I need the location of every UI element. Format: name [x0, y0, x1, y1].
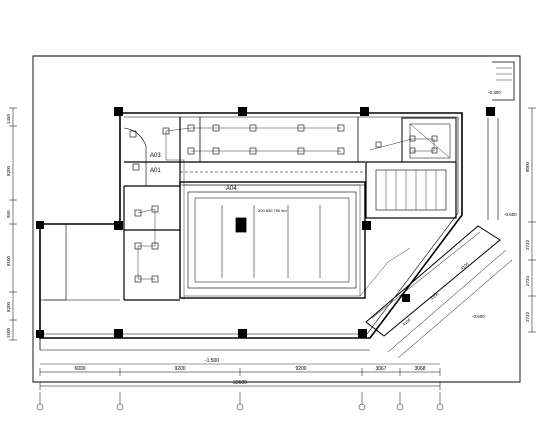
left-dim-6: 1500: [6, 327, 11, 338]
left-dim-4: 8100: [6, 255, 11, 266]
bottom-dimension-chain: 6000 9200 9200 3067 3068 33600 -1.500: [39, 358, 441, 390]
building-outline: [39, 112, 463, 351]
hall-note: 300 800 750 Ilm: [258, 208, 287, 213]
column: [486, 107, 495, 116]
overall-width: 33600: [233, 380, 247, 386]
wiring: [137, 127, 435, 300]
column: [114, 329, 123, 338]
stair-block: [365, 117, 457, 219]
axis-bubbles: [36, 392, 444, 411]
left-dimension-chain: 1450 8200 950 8100 8200 1500: [6, 107, 17, 341]
column: [238, 329, 247, 338]
diagonal-wing: 4106 4106 4106: [365, 225, 513, 359]
left-rooms: [123, 186, 180, 301]
column: [358, 329, 367, 338]
column: [36, 330, 44, 338]
bottom-dim-1: 6000: [74, 366, 85, 372]
room-tag-a04: A04: [226, 186, 237, 192]
left-dim-3: 950: [6, 210, 11, 218]
room-tag-a01: A01: [150, 168, 161, 174]
left-dim-1: 1450: [6, 113, 11, 124]
column: [360, 107, 369, 116]
level-marker-right: -0.600: [504, 212, 517, 217]
left-dim-2: 8200: [6, 165, 11, 176]
diag-dim-1: 4106: [459, 261, 470, 271]
level-marker-ramp: -0.600: [472, 314, 485, 319]
level-marker-bottom: -1.500: [205, 358, 219, 364]
level-marker-top: -0.300: [488, 90, 501, 95]
central-hall: 300 800 750 Ilm: [179, 181, 366, 299]
right-dim-2: 2733: [525, 239, 530, 250]
column: [36, 221, 44, 229]
column: [362, 221, 371, 230]
fixtures: [129, 124, 438, 283]
bottom-dim-5: 3068: [414, 366, 425, 372]
room-tag-a03: A03: [150, 153, 161, 159]
column: [238, 107, 247, 116]
diag-dim-2: 4106: [429, 291, 440, 301]
right-dim-3: 2734: [525, 275, 530, 286]
diag-dim-3: 4106: [401, 317, 412, 327]
site-boundary: [32, 55, 521, 383]
right-dimension-chain: 8000 2733 2734 2733: [525, 107, 536, 333]
left-dim-5: 8200: [6, 301, 11, 312]
right-dim-4: 2733: [525, 311, 530, 322]
right-dim-1: 8000: [525, 161, 530, 172]
bottom-dim-2: 9200: [174, 366, 185, 372]
column: [114, 221, 123, 230]
column: [114, 107, 123, 116]
column: [402, 294, 410, 302]
bottom-dim-4: 3067: [375, 366, 386, 372]
columns: [36, 107, 495, 338]
room-tags: A03 A01 A04: [150, 153, 237, 192]
upper-rooms: [123, 117, 365, 187]
right-annex: -0.300 -0.600 -0.600: [472, 61, 517, 319]
corridor: [180, 171, 365, 186]
bottom-dim-3: 9200: [295, 366, 306, 372]
